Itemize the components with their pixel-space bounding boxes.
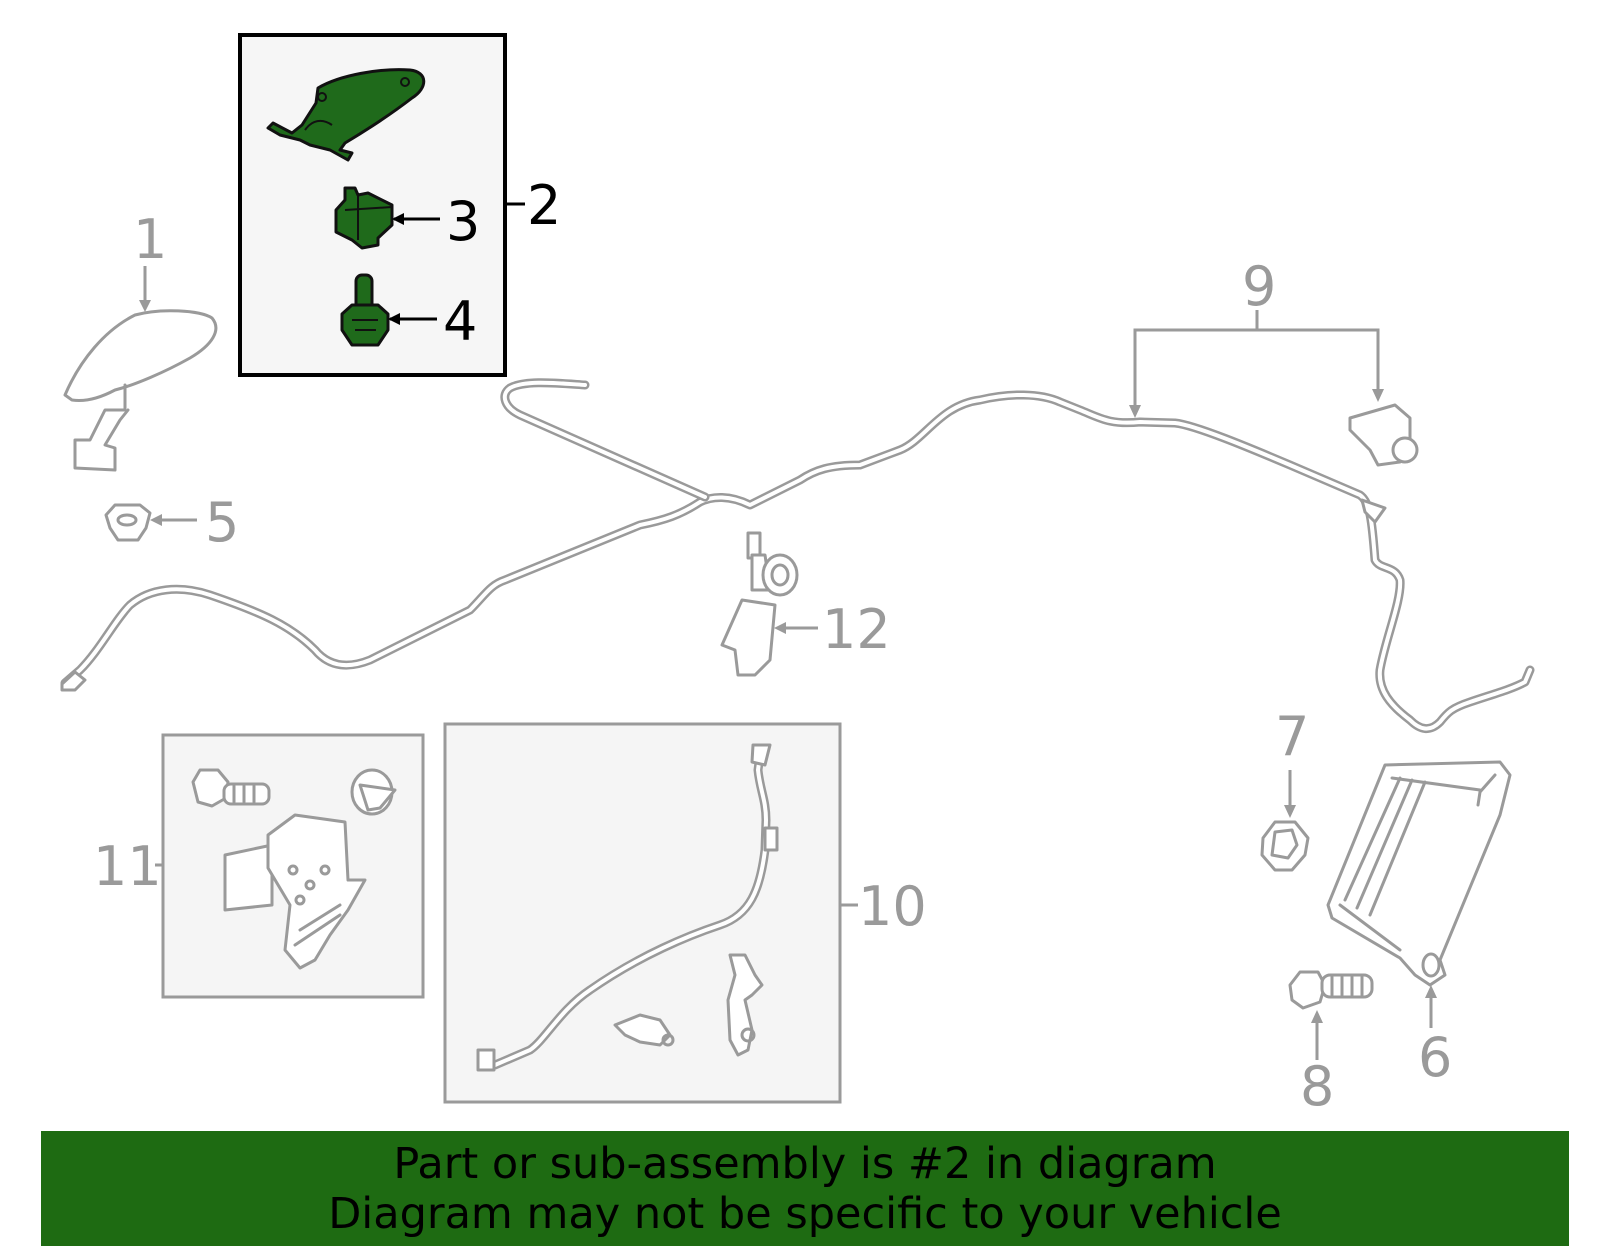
bolt-icon[interactable]: [340, 273, 390, 347]
callout-5: 5: [205, 491, 239, 554]
connector-icon[interactable]: [334, 186, 394, 250]
info-banner: Part or sub-assembly is #2 in diagram Di…: [41, 1131, 1569, 1246]
nut-icon: [1260, 820, 1310, 872]
connector-icon: [613, 1013, 672, 1047]
callout-11: 11: [93, 835, 162, 898]
callout-2: 2: [527, 174, 561, 237]
callout-7: 7: [1275, 705, 1309, 768]
callout-8: 8: [1300, 1055, 1334, 1118]
antenna-cable-icon: [60, 378, 1535, 733]
callout-12: 12: [822, 598, 891, 661]
banner-line-2: Diagram may not be specific to your vehi…: [328, 1189, 1282, 1239]
part-12-sensor[interactable]: [720, 531, 818, 677]
bracket-icon: [223, 813, 367, 970]
clip-icon: [350, 768, 397, 816]
callout-9: 9: [1242, 255, 1276, 318]
bolt-icon: [191, 768, 271, 808]
part-10-group[interactable]: [443, 722, 858, 1104]
part-8-bolt[interactable]: [1288, 970, 1374, 1060]
part-9-group[interactable]: [1129, 310, 1419, 467]
antenna-fin-icon: [63, 309, 218, 402]
callout-3: 3: [446, 190, 480, 253]
part-2-group[interactable]: [238, 33, 525, 377]
banner-line-1: Part or sub-assembly is #2 in diagram: [393, 1139, 1217, 1189]
callout-6: 6: [1418, 1026, 1452, 1089]
part-5-nut[interactable]: [104, 503, 197, 542]
part-10-box: [443, 722, 842, 1104]
callout-4: 4: [443, 290, 477, 353]
part-11-group[interactable]: [155, 733, 425, 999]
shark-fin-antenna-icon[interactable]: [266, 68, 426, 162]
callout-1: 1: [133, 208, 167, 271]
part-6-module[interactable]: [1326, 760, 1512, 1028]
nut-icon: [104, 503, 152, 542]
bolt-icon: [1288, 970, 1327, 1010]
sensor-icon: [720, 598, 777, 677]
part-7-nut[interactable]: [1260, 770, 1310, 872]
part-1-antenna[interactable]: [63, 266, 218, 472]
callout-10: 10: [858, 875, 927, 938]
